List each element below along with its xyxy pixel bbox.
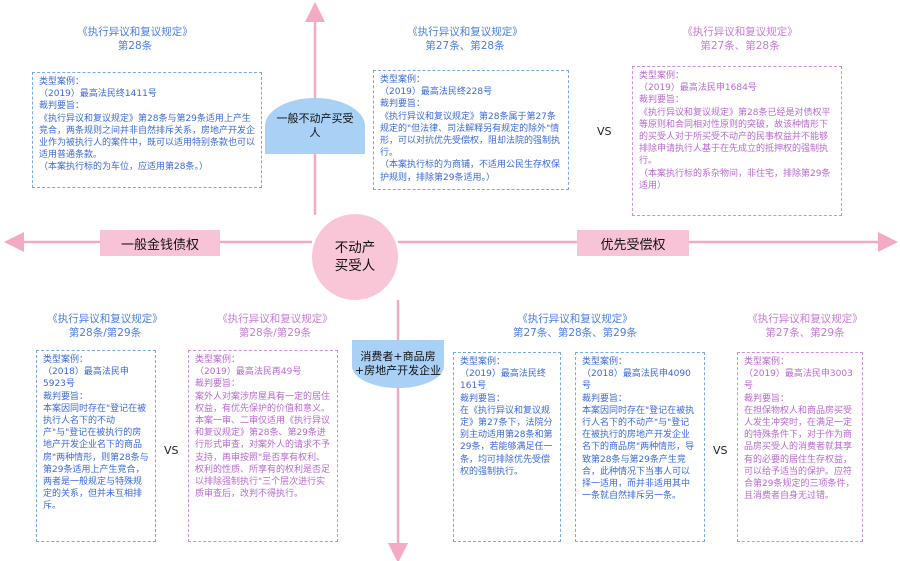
branch-general-monetary-claim: 一般金钱债权 (100, 230, 220, 256)
top-heading-1: 《执行异议和复议规定》第28条 (77, 26, 193, 52)
bottom-case-box-2: 类型案例： （2019）最高法民再49号 裁判要旨： 案外人对案涉房屋具有一定的… (188, 350, 338, 542)
top-heading-3: 《执行异议和复议规定》第27条、第28条 (682, 26, 798, 52)
category-consumer-commercial-housing: 消费者+商品房 +房地产开发企业 (352, 340, 444, 388)
bottom-case-box-3b: 类型案例： （2018）最高法民申4090号 裁判要旨： 本案因同时存在"登记在… (575, 352, 705, 542)
vs-label-bottom-left: VS (164, 444, 179, 457)
bottom-heading-2: 《执行异议和复议规定》第28条/第29条 (217, 313, 333, 339)
bottom-case-box-3a: 类型案例： （2019）最高法民终161号 裁判要旨： 在《执行异议和复议规定》… (453, 352, 561, 542)
branch-priority-claim: 优先受偿权 (577, 230, 689, 256)
top-case-box-1: 类型案例： （2019）最高法民终1411号 裁判要旨： 《执行异议和复议规定》… (32, 72, 262, 188)
bottom-heading-4: 《执行异议和复议规定》第27条、第29条 (747, 313, 863, 339)
category-general-buyer: 一般不动产买受 人 (265, 98, 365, 154)
bottom-heading-3: 《执行异议和复议规定》第27条、第28条、第29条 (512, 313, 638, 339)
top-heading-2: 《执行异议和复议规定》第27条、第28条 (407, 26, 523, 52)
center-node-real-estate-buyer: 不动产 买受人 (312, 214, 398, 300)
bottom-case-box-4: 类型案例： （2019）最高法民申3003号 裁判要旨： 在担保物权人和商品房买… (737, 352, 863, 542)
top-case-box-2: 类型案例： （2019）最高法民终228号 裁判要旨： 《执行异议和复议规定》第… (373, 70, 569, 190)
vs-label-top: VS (597, 125, 612, 138)
vs-label-bottom-right: VS (713, 444, 728, 457)
top-case-box-3: 类型案例： （2019）最高法民申1684号 裁判要旨： 《执行异议和复议规定》… (632, 66, 842, 216)
bottom-heading-1: 《执行异议和复议规定》第28条/第29条 (47, 313, 163, 339)
bottom-case-box-1: 类型案例： （2018）最高法民申5923号 裁判要旨： 本案因同时存在"登记在… (36, 350, 156, 542)
